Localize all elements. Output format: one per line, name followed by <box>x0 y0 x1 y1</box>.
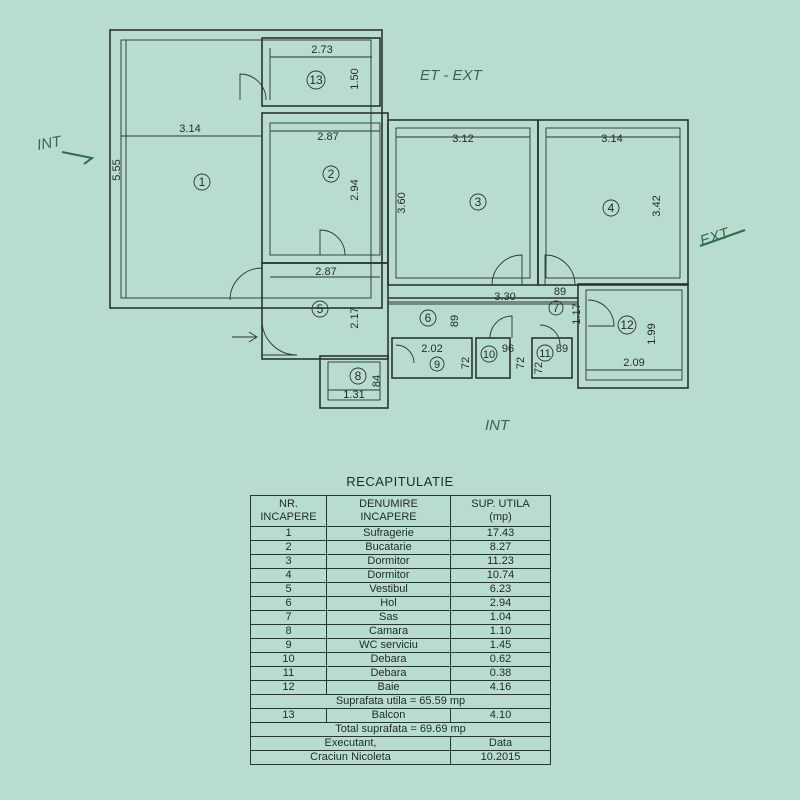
annotation-left: INT <box>36 133 65 154</box>
walls <box>109 29 689 409</box>
date-value: 10.2015 <box>450 750 551 765</box>
svg-text:13: 13 <box>309 73 323 87</box>
svg-text:1.99: 1.99 <box>646 323 658 344</box>
recap-section: RECAPITULATIE NR. INCAPERE DENUMIRE INCA… <box>250 474 551 765</box>
svg-text:7: 7 <box>553 301 560 315</box>
svg-text:1.50: 1.50 <box>349 68 361 89</box>
executor-header-row: Executant, Data <box>250 736 551 751</box>
svg-text:1.17: 1.17 <box>571 303 583 324</box>
svg-text:1: 1 <box>199 175 206 189</box>
entrance-arrow-icon <box>232 331 258 343</box>
floor-plan: 1 2 3 4 5 6 7 8 9 10 11 12 13 2.73 1.50 … <box>36 29 746 434</box>
svg-text:3.14: 3.14 <box>179 123 200 135</box>
svg-text:2.73: 2.73 <box>311 44 332 56</box>
svg-text:5: 5 <box>317 302 324 316</box>
useful-total: Suprafata utila = 65.59 mp <box>250 694 551 709</box>
executor-row: Craciun Nicoleta 10.2015 <box>250 750 551 765</box>
svg-text:89: 89 <box>554 286 566 298</box>
annotation-right-stroke <box>699 229 746 247</box>
dimension-labels: 2.73 1.50 3.14 5.55 2.87 2.94 3.12 3.60 … <box>111 44 663 401</box>
svg-text:2.17: 2.17 <box>349 307 361 328</box>
annotation-bottom: INT <box>485 417 511 434</box>
svg-text:2.94: 2.94 <box>349 179 361 200</box>
svg-text:89: 89 <box>449 315 461 327</box>
room-8-label: 8 <box>349 367 367 385</box>
svg-text:3: 3 <box>475 195 482 209</box>
svg-text:2.02: 2.02 <box>421 343 442 355</box>
grand-total-row: Total suprafata = 69.69 mp <box>250 722 551 737</box>
handwritten-annotations: ET - EXT INT EXT INT <box>36 67 746 434</box>
svg-text:3.12: 3.12 <box>452 133 473 145</box>
header-name: DENUMIRE INCAPERE <box>326 495 451 527</box>
svg-text:2.09: 2.09 <box>623 357 644 369</box>
svg-text:72: 72 <box>533 362 545 374</box>
grand-total: Total suprafata = 69.69 mp <box>250 722 551 737</box>
svg-text:72: 72 <box>460 357 472 369</box>
svg-text:6: 6 <box>425 311 432 325</box>
svg-text:1.31: 1.31 <box>343 389 364 401</box>
svg-text:9: 9 <box>434 359 440 371</box>
executor-label: Executant, <box>250 736 451 751</box>
annotation-top: ET - EXT <box>420 67 484 84</box>
room-10-label: 10 <box>480 345 498 363</box>
svg-text:89: 89 <box>556 343 568 355</box>
room-5-label: 5 <box>311 300 329 318</box>
svg-text:5.55: 5.55 <box>111 159 123 180</box>
recap-header-row: NR. INCAPERE DENUMIRE INCAPERE SUP. UTIL… <box>250 495 551 527</box>
svg-text:2.87: 2.87 <box>315 266 336 278</box>
svg-text:12: 12 <box>620 318 634 332</box>
room-6-label: 6 <box>419 309 437 327</box>
doors <box>229 73 615 364</box>
svg-text:4: 4 <box>608 201 615 215</box>
svg-text:3.30: 3.30 <box>494 291 515 303</box>
dimension-lines <box>121 40 682 391</box>
svg-text:3.60: 3.60 <box>396 192 408 213</box>
svg-text:84: 84 <box>371 375 383 387</box>
executor-name: Craciun Nicoleta <box>250 750 451 765</box>
room-9-label: 9 <box>429 356 445 372</box>
room-3-label: 3 <box>469 193 487 211</box>
annotation-left-arrow-icon <box>61 151 95 165</box>
svg-text:8: 8 <box>355 369 362 383</box>
room-labels: 1 2 3 4 5 6 7 8 9 10 11 12 13 <box>193 70 637 385</box>
svg-text:11: 11 <box>539 348 550 360</box>
room-7-label: 7 <box>548 300 564 316</box>
room-12-label: 12 <box>617 315 637 335</box>
svg-text:2: 2 <box>328 167 335 181</box>
date-label: Data <box>450 736 551 751</box>
header-area: SUP. UTILA (mp) <box>450 495 551 527</box>
header-nr: NR. INCAPERE <box>250 495 327 527</box>
svg-text:96: 96 <box>502 343 514 355</box>
recap-title: RECAPITULATIE <box>346 474 454 489</box>
svg-text:2.87: 2.87 <box>317 131 338 143</box>
room-4-label: 4 <box>602 199 620 217</box>
svg-text:3.42: 3.42 <box>651 195 663 216</box>
room-1-label: 1 <box>193 173 211 191</box>
svg-text:3.14: 3.14 <box>601 133 622 145</box>
useful-total-row: Suprafata utila = 65.59 mp <box>250 694 551 709</box>
recap-table: NR. INCAPERE DENUMIRE INCAPERE SUP. UTIL… <box>250 495 551 765</box>
room-2-label: 2 <box>322 165 340 183</box>
svg-text:10: 10 <box>483 349 495 361</box>
svg-text:72: 72 <box>515 357 527 369</box>
room-13-label: 13 <box>306 70 326 90</box>
room-11-label: 11 <box>536 344 554 362</box>
